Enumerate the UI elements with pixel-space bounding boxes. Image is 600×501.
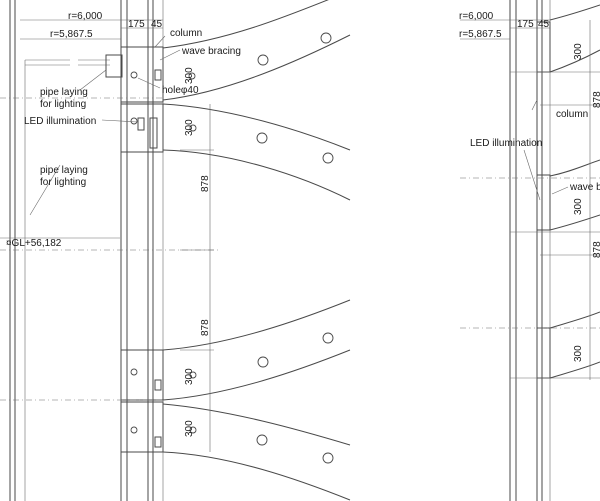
- right-label-300-b: 300: [573, 198, 584, 215]
- right-label-r5867: r=5,867.5: [459, 29, 502, 40]
- left-label-175: 175: [128, 19, 145, 30]
- right-wave-bracing: [549, 361, 600, 379]
- right-label-led: LED illumination: [470, 138, 542, 149]
- left-label-300-a: 300: [184, 67, 195, 84]
- left-bracing-hole: [256, 132, 268, 144]
- left-label-300-c: 300: [184, 368, 195, 385]
- left-bracing-hole: [257, 54, 269, 66]
- left-plate-slot: [154, 379, 162, 391]
- right-leader-column: [531, 99, 538, 111]
- right-label-878-a: 878: [592, 91, 600, 108]
- left-plate-slot: [154, 69, 162, 81]
- right-wave-bracing: [549, 159, 600, 177]
- left-bracing-hole: [320, 32, 332, 44]
- left-label-r6000: r=6,000: [68, 11, 103, 22]
- right-label-300-a: 300: [573, 43, 584, 60]
- left-bracing-hole: [188, 72, 196, 80]
- left-bracing-hole: [322, 452, 334, 464]
- right-wave-bracing: [549, 4, 600, 21]
- left-label-pipe-1b: for lighting: [40, 99, 86, 110]
- left-label-pipe-2b: for lighting: [40, 177, 86, 188]
- left-plate-slot: [154, 436, 162, 448]
- left-label-hole: holeφ40: [162, 85, 199, 96]
- left-plate-hole: [130, 426, 138, 434]
- left-bracing-box-2: [120, 103, 164, 153]
- right-label-300-c: 300: [573, 345, 584, 362]
- left-bracing-hole: [189, 124, 197, 132]
- left-bracing-hole: [257, 356, 269, 368]
- left-plate-hole: [130, 117, 138, 125]
- left-leader-column: [154, 35, 166, 48]
- left-bracing-box-3: [120, 349, 164, 401]
- left-plate-hole: [130, 368, 138, 376]
- left-leader-pipe-2: [29, 164, 61, 216]
- left-label-column: column: [170, 28, 202, 39]
- left-led-fixture-2: [149, 117, 158, 149]
- right-label-878-b: 878: [592, 241, 600, 258]
- left-bracing-box-1: [120, 46, 164, 103]
- left-leader-led: [101, 119, 139, 123]
- left-led-fixture: [137, 117, 145, 131]
- left-label-878-a: 878: [200, 175, 211, 192]
- right-wave-bracing: [549, 214, 600, 231]
- left-wave-bracing-upper-2b: [162, 149, 351, 201]
- left-bracing-hole: [189, 426, 197, 434]
- left-wave-bracing-lower-1a: [162, 299, 351, 351]
- right-label-r6000: r=6,000: [459, 11, 494, 22]
- right-leader-wave: [551, 186, 569, 195]
- right-label-45: 45: [538, 19, 550, 30]
- left-wave-bracing-lower-2a: [162, 403, 351, 446]
- left-label-300-d: 300: [184, 420, 195, 437]
- left-label-level: ¤GL+56,182: [6, 238, 62, 249]
- left-label-45: 45: [151, 19, 163, 30]
- left-label-pipe-2a: pipe laying: [40, 165, 88, 176]
- left-leader-pipe: [79, 69, 107, 91]
- left-bracing-hole: [189, 371, 197, 379]
- left-label-r5867: r=5,867.5: [50, 29, 93, 40]
- left-label-878-b: 878: [200, 319, 211, 336]
- left-bracing-hole: [256, 434, 268, 446]
- left-pipe-box: [105, 54, 123, 78]
- left-label-wave-bracing: wave bracing: [181, 46, 241, 57]
- left-plate-hole: [130, 71, 138, 79]
- left-detail: r=6,000 r=5,867.5 175 45 column wave bra…: [0, 0, 351, 501]
- right-bracing-box-2: [536, 174, 551, 231]
- left-bracing-hole: [322, 332, 334, 344]
- right-label-175: 175: [517, 19, 534, 30]
- left-leader-hole: [137, 77, 161, 89]
- left-label-led: LED illumination: [24, 116, 96, 127]
- left-wave-bracing-upper-2a: [162, 103, 351, 151]
- left-wave-bracing-upper-1b: [162, 34, 351, 101]
- right-label-wave-bracing: wave b: [569, 182, 600, 193]
- right-detail: r=6,000 r=5,867.5 175 45 column LED illu…: [459, 0, 600, 501]
- right-wave-bracing: [549, 311, 600, 329]
- right-leader-led: [523, 149, 541, 201]
- left-label-pipe-1a: pipe laying: [40, 87, 88, 98]
- left-wave-bracing-lower-1b: [162, 349, 351, 401]
- left-wave-bracing-lower-2b: [162, 451, 351, 501]
- right-bracing-box-3: [536, 327, 551, 379]
- left-bracing-hole: [322, 152, 334, 164]
- left-label-300-b: 300: [184, 119, 195, 136]
- right-wave-bracing: [549, 49, 600, 73]
- right-label-column: column: [556, 109, 588, 120]
- left-leader-wave: [159, 49, 181, 61]
- left-wave-bracing-upper-1a: [162, 0, 329, 49]
- left-bracing-box-4: [120, 401, 164, 453]
